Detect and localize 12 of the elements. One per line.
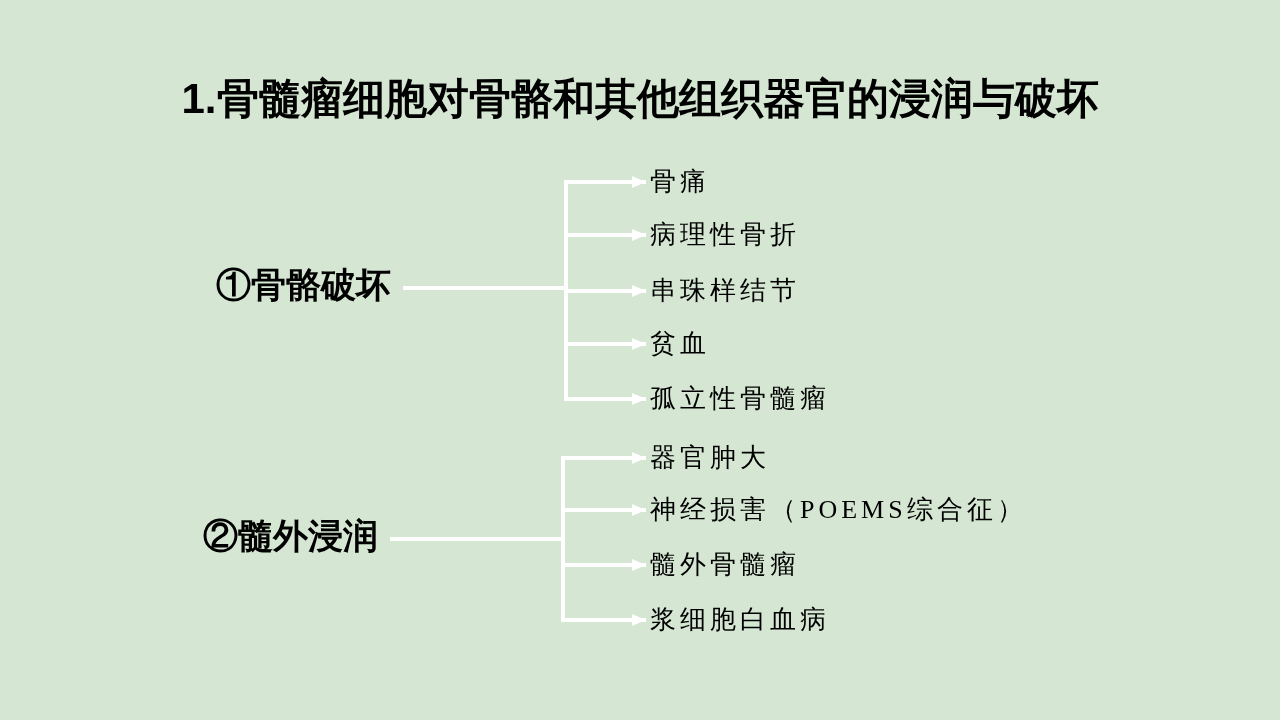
list-item-text: 串珠样结节 [646, 275, 800, 307]
list-item-text: 神经损害（POEMS综合征） [646, 494, 1027, 526]
list-item-text: 病理性骨折 [646, 219, 800, 251]
topic-heading: ②髓外浸润 [203, 516, 390, 558]
list-item-text: 贫血 [646, 328, 710, 360]
list-item-text: 骨痛 [646, 166, 710, 198]
list-item-text: 髓外骨髓瘤 [646, 549, 800, 581]
topic-heading: ①骨骼破坏 [216, 265, 403, 307]
list-item-text: 浆细胞白血病 [646, 604, 830, 636]
list-item-text: 孤立性骨髓瘤 [646, 383, 830, 415]
title: 1.骨髓瘤细胞对骨骼和其他组织器官的浸润与破坏 [181, 74, 1099, 124]
list-item-text: 器官肿大 [646, 442, 770, 474]
